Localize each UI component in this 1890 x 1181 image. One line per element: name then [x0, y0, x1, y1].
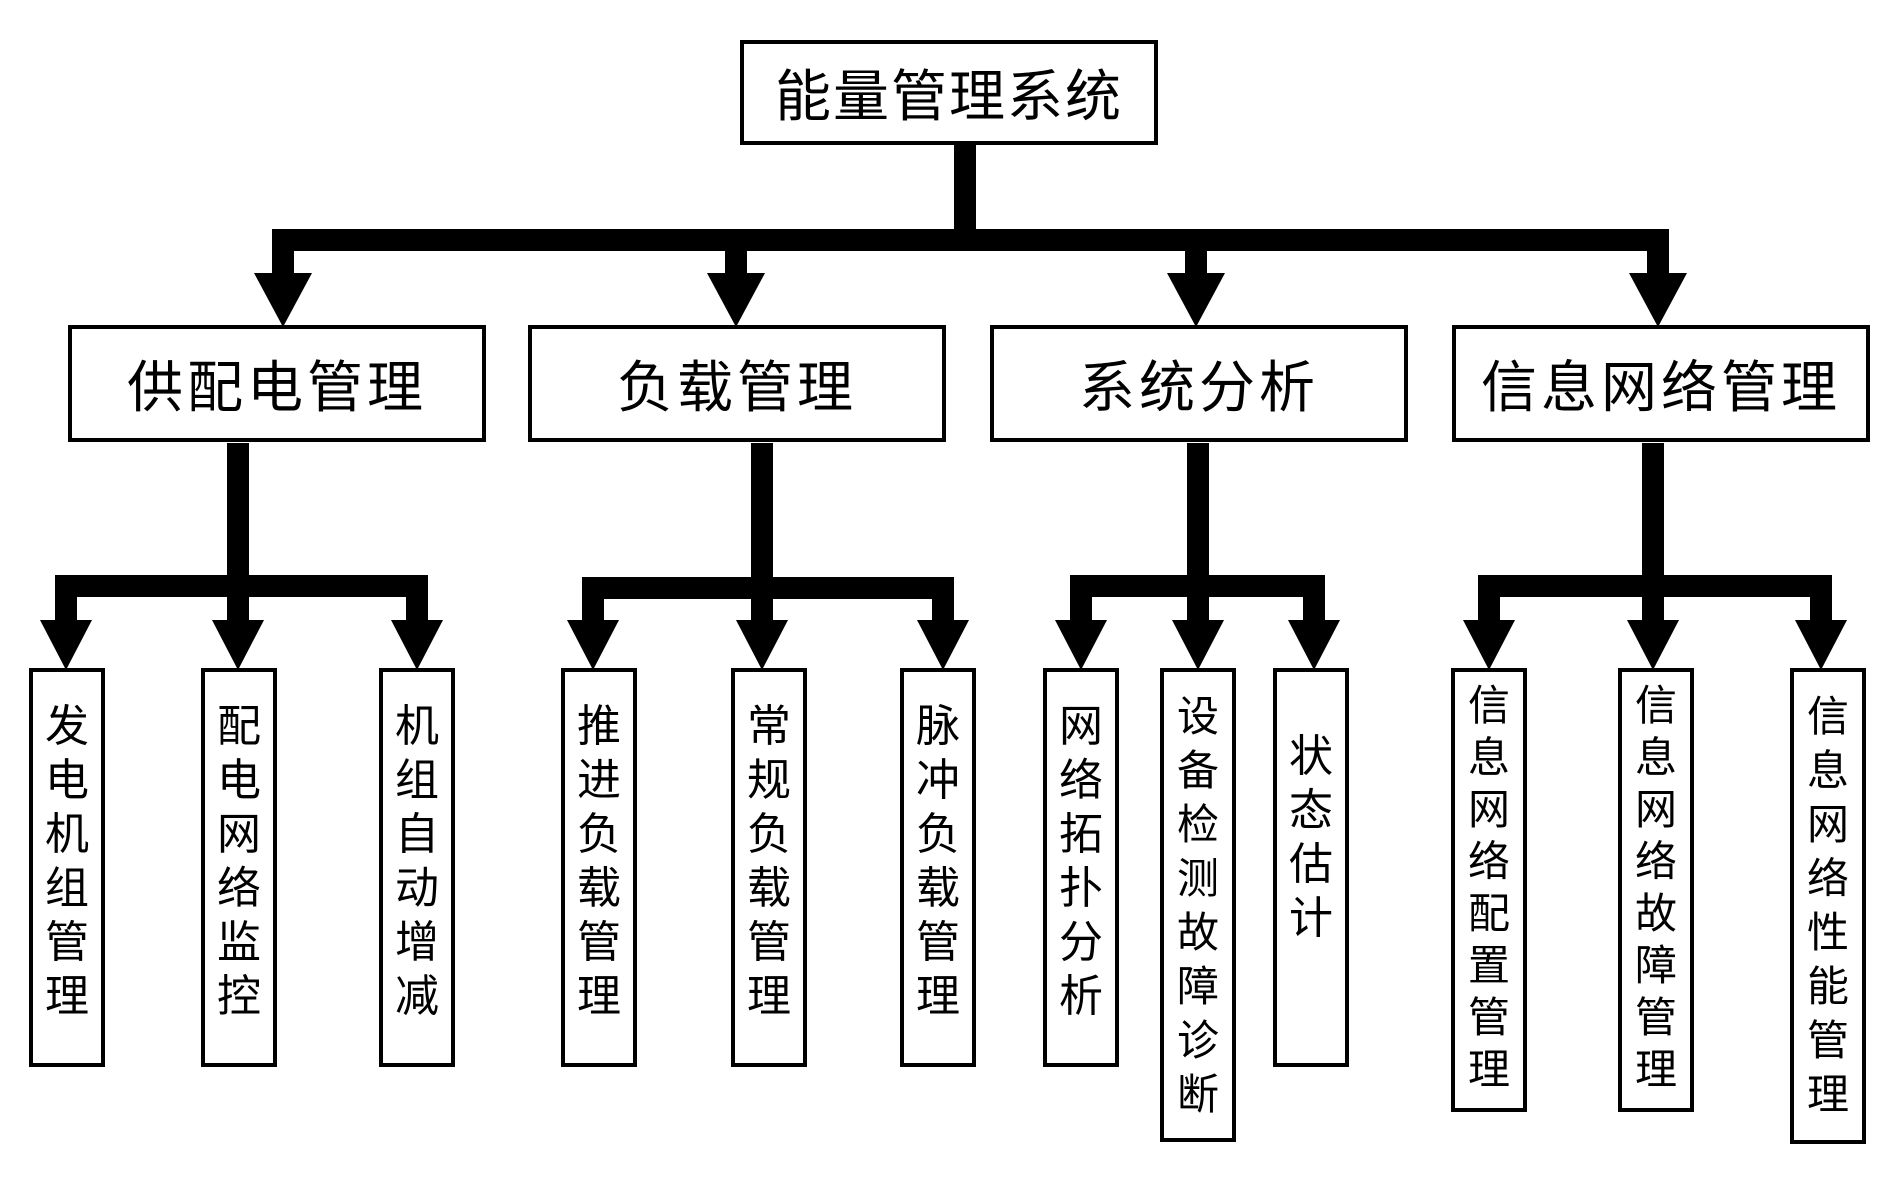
arrow-branch-1-child-1	[736, 620, 788, 670]
arrow-branch-0-child-2	[391, 620, 443, 670]
leaf-label-2-2: 状态估计	[1289, 731, 1333, 944]
leaf-label-1-0: 推进负载管理	[577, 701, 621, 1022]
branch-label-0: 供配电管理	[127, 356, 427, 421]
branch-box-1	[528, 325, 946, 442]
arrow-branch-2-child-2	[1288, 620, 1340, 670]
leaf-label-2-0: 网络拓扑分析	[1059, 701, 1103, 1022]
arrow-branch-0	[254, 273, 312, 327]
arrow-branch-0-child-0	[40, 620, 92, 670]
leaf-label-3-1: 信息网络故障管理	[1634, 681, 1677, 1094]
branch-box-0	[68, 325, 486, 442]
arrow-branch-3-child-0	[1463, 620, 1515, 670]
leaf-label-2-1: 设备检测故障诊断	[1176, 692, 1219, 1119]
leaf-label-0-0: 发电机组管理	[45, 701, 89, 1022]
branch-0-connectors	[40, 443, 443, 670]
arrow-branch-3-child-1	[1627, 620, 1679, 670]
arrow-branch-1-child-0	[567, 620, 619, 670]
arrow-branch-2-child-1	[1172, 620, 1224, 670]
leaf-box-1-1	[731, 668, 807, 1067]
leaf-box-2-2	[1273, 668, 1349, 1067]
leaf-box-3-1	[1618, 668, 1694, 1112]
branch-label-3: 信息网络管理	[1481, 356, 1841, 421]
leaf-box-0-1	[201, 668, 277, 1067]
branch-0-drop-line	[55, 586, 428, 622]
leaf-label-0-2: 机组自动增减	[395, 701, 439, 1022]
branch-box-3	[1452, 325, 1870, 442]
arrow-branch-0-child-1	[212, 620, 264, 670]
branch-3-drop-line	[1478, 586, 1832, 622]
arrow-branch-3-child-2	[1795, 620, 1847, 670]
leaf-label-3-2: 信息网络性能管理	[1806, 692, 1849, 1119]
leaf-label-1-2: 脉冲负载管理	[916, 701, 960, 1022]
root-box	[740, 40, 1158, 145]
arrow-branch-1	[707, 273, 765, 327]
leaf-box-1-2	[900, 668, 976, 1067]
branch-box-2	[990, 325, 1408, 442]
root-label: 能量管理系统	[775, 65, 1123, 130]
leaf-box-0-2	[379, 668, 455, 1067]
leaf-box-0-0	[29, 668, 105, 1067]
leaf-label-3-0: 信息网络配置管理	[1467, 681, 1510, 1094]
arrow-branch-2	[1167, 273, 1225, 327]
branch-1-connectors	[567, 443, 969, 670]
leaf-box-3-2	[1790, 668, 1866, 1144]
leaf-box-3-0	[1451, 668, 1527, 1112]
branch-3-connectors	[1463, 443, 1847, 670]
arrow-branch-3	[1629, 273, 1687, 327]
branch-1-drop-line	[582, 588, 954, 622]
leaf-label-1-1: 常规负载管理	[747, 701, 791, 1022]
arrow-branch-1-child-2	[917, 620, 969, 670]
branch-label-2: 系统分析	[1079, 356, 1319, 421]
branch-2-connectors	[1055, 443, 1340, 670]
leaf-box-2-0	[1043, 668, 1119, 1067]
root-connectors	[254, 143, 1687, 327]
leaf-box-1-0	[561, 668, 637, 1067]
branch-2-drop-line	[1070, 586, 1325, 622]
arrow-branch-2-child-0	[1055, 620, 1107, 670]
branch-label-1: 负载管理	[617, 356, 857, 421]
leaf-label-0-1: 配电网络监控	[217, 701, 261, 1022]
leaf-box-2-1	[1160, 668, 1236, 1142]
